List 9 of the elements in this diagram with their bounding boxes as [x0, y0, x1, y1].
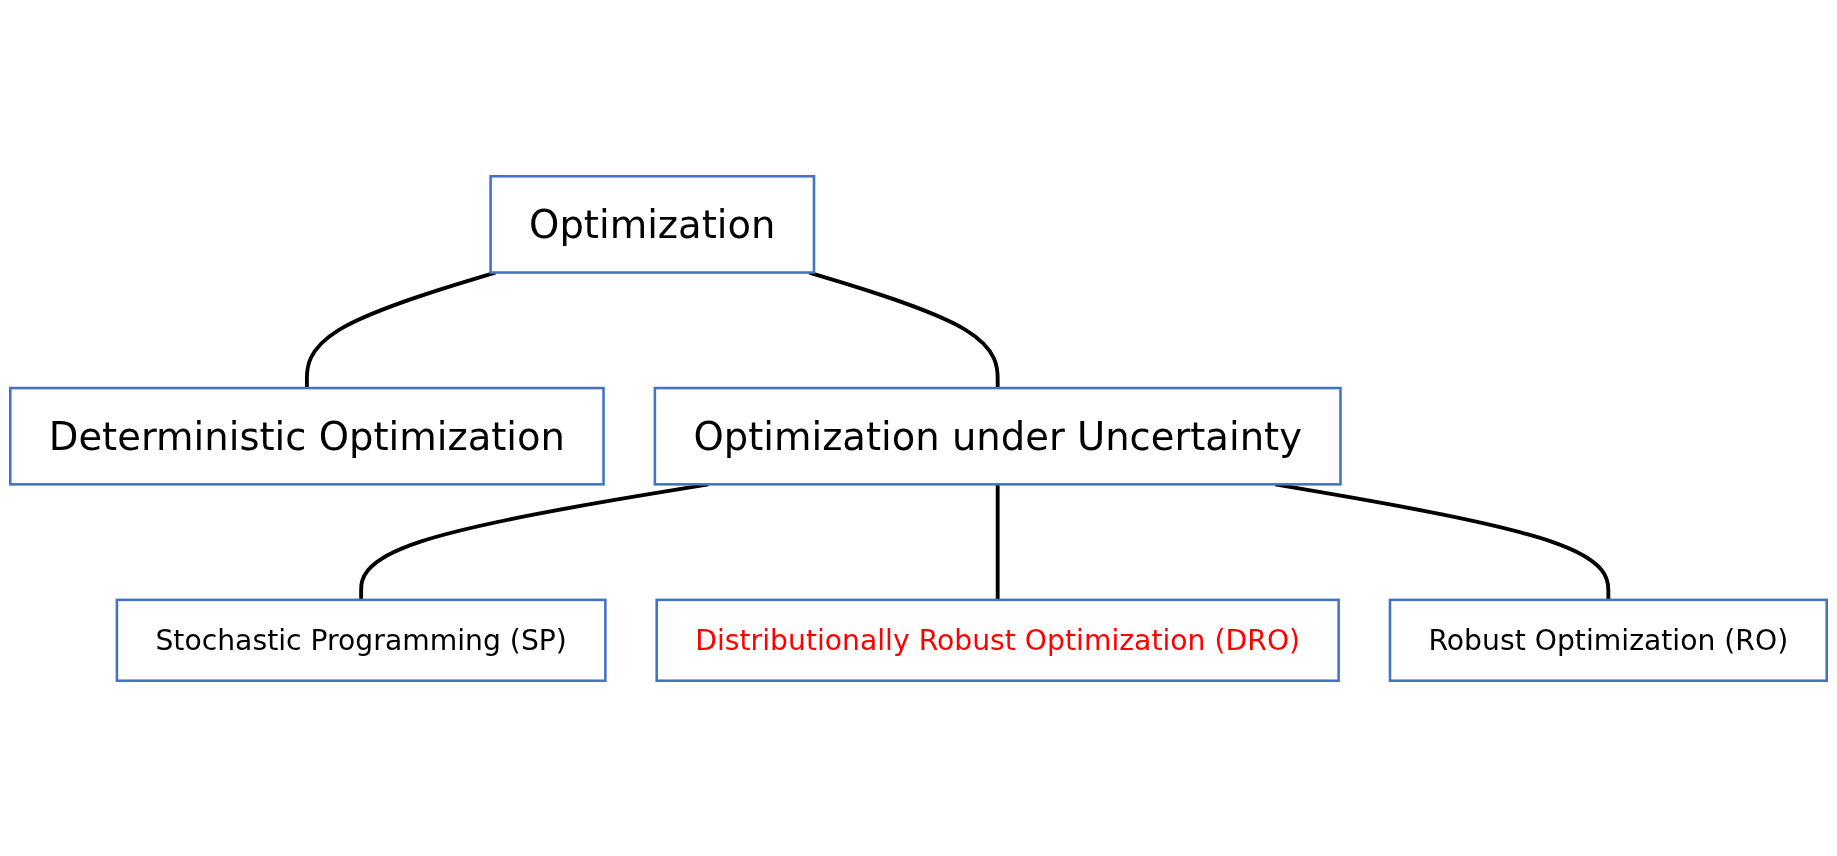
node-box: Stochastic Programming (SP) — [115, 598, 607, 682]
node-box: Robust Optimization (RO) — [1388, 598, 1828, 682]
connector — [995, 483, 1000, 600]
connector — [808, 270, 1000, 388]
node-box: Optimization under Uncertainty — [653, 386, 1342, 486]
node-box: Distributionally Robust Optimization (DRO) — [655, 598, 1340, 682]
node-box: Deterministic Optimization — [9, 386, 605, 486]
connector — [304, 270, 496, 388]
node-box: Optimization — [489, 174, 816, 274]
